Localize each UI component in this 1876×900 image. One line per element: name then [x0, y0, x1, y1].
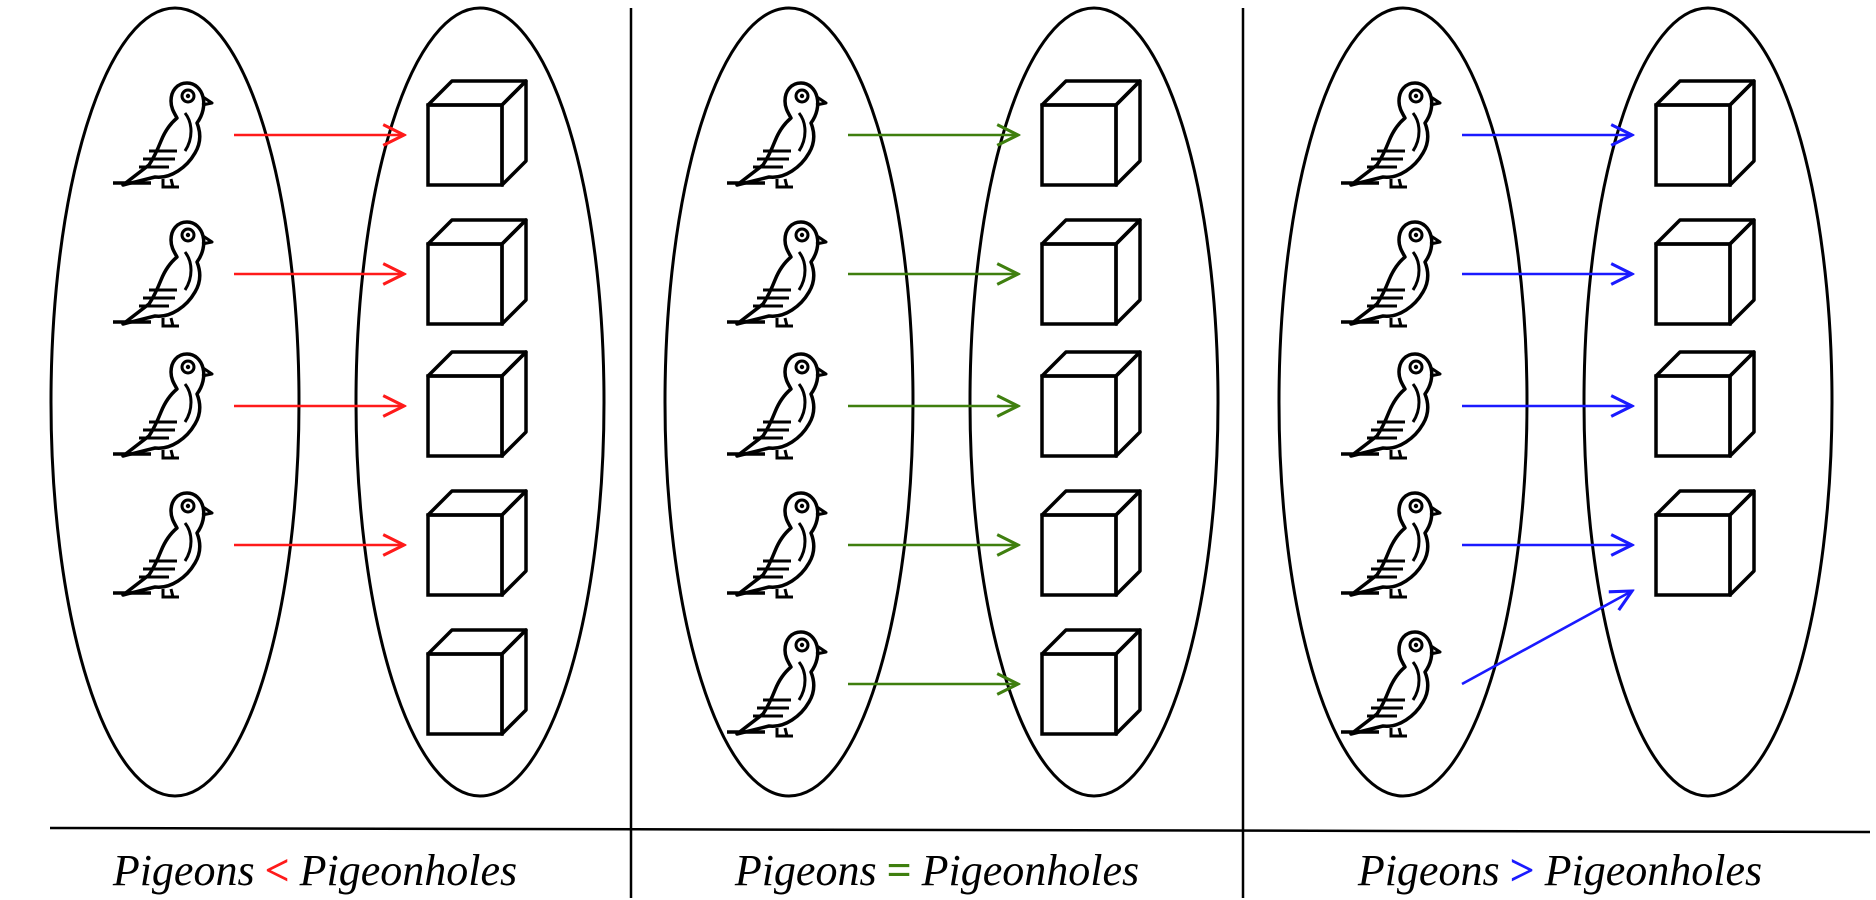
baseline-rule	[49, 826, 1871, 834]
pigeon-icon	[1339, 81, 1442, 189]
pigeonhole-box-icon	[1654, 218, 1756, 326]
pigeonhole-box-icon	[1654, 489, 1756, 597]
caption-left-term: Pigeons	[1357, 845, 1500, 895]
relation-symbol: =	[886, 845, 912, 895]
pigeonhole-box-icon	[426, 79, 528, 187]
pigeonhole-box-icon	[426, 628, 528, 736]
pigeonhole-box-icon	[1040, 489, 1142, 597]
pigeon-icon	[725, 352, 828, 460]
panel-fewer	[49, 6, 606, 798]
pigeon-icon	[1339, 220, 1442, 328]
pigeon-icon	[1339, 630, 1442, 738]
pigeonhole-box-icon	[426, 218, 528, 326]
pigeonhole-set-ellipse	[354, 6, 606, 798]
caption-equal: Pigeons = Pigeonholes	[632, 842, 1242, 898]
pigeon-icon	[725, 630, 828, 738]
caption-fewer: Pigeons < Pigeonholes	[0, 842, 630, 898]
pigeonhole-box-icon	[1654, 79, 1756, 187]
panel-equal	[663, 6, 1220, 798]
panels-layer	[49, 6, 1871, 898]
relation-symbol: >	[1509, 845, 1535, 895]
pigeon-icon	[1339, 352, 1442, 460]
pigeonhole-box-icon	[1040, 628, 1142, 736]
pigeon-icon	[111, 352, 214, 460]
caption-more: Pigeons > Pigeonholes	[1244, 842, 1876, 898]
pigeonhole-box-icon	[1040, 350, 1142, 458]
pigeon-icon	[725, 81, 828, 189]
caption-right-term: Pigeonholes	[1544, 845, 1763, 895]
pigeonhole-box-icon	[1654, 350, 1756, 458]
caption-right-term: Pigeonholes	[921, 845, 1140, 895]
pigeonhole-box-icon	[426, 489, 528, 597]
pigeon-icon	[1339, 491, 1442, 599]
pigeon-set-ellipse	[49, 6, 301, 798]
caption-left-term: Pigeons	[734, 845, 877, 895]
pigeon-icon	[725, 220, 828, 328]
pigeonhole-set-ellipse	[1582, 6, 1834, 798]
pigeon-set-ellipse	[1277, 6, 1529, 798]
pigeonhole-box-icon	[426, 350, 528, 458]
pigeonhole-box-icon	[1040, 79, 1142, 187]
mapping-arrow	[1461, 591, 1632, 686]
relation-symbol: <	[264, 845, 290, 895]
pigeon-set-ellipse	[663, 6, 915, 798]
panel-more	[1277, 6, 1834, 798]
pigeonhole-set-ellipse	[968, 6, 1220, 798]
caption-left-term: Pigeons	[112, 845, 255, 895]
pigeon-icon	[111, 81, 214, 189]
pigeon-icon	[725, 491, 828, 599]
pigeon-icon	[111, 220, 214, 328]
pigeon-icon	[111, 491, 214, 599]
pigeonhole-box-icon	[1040, 218, 1142, 326]
caption-right-term: Pigeonholes	[299, 845, 518, 895]
